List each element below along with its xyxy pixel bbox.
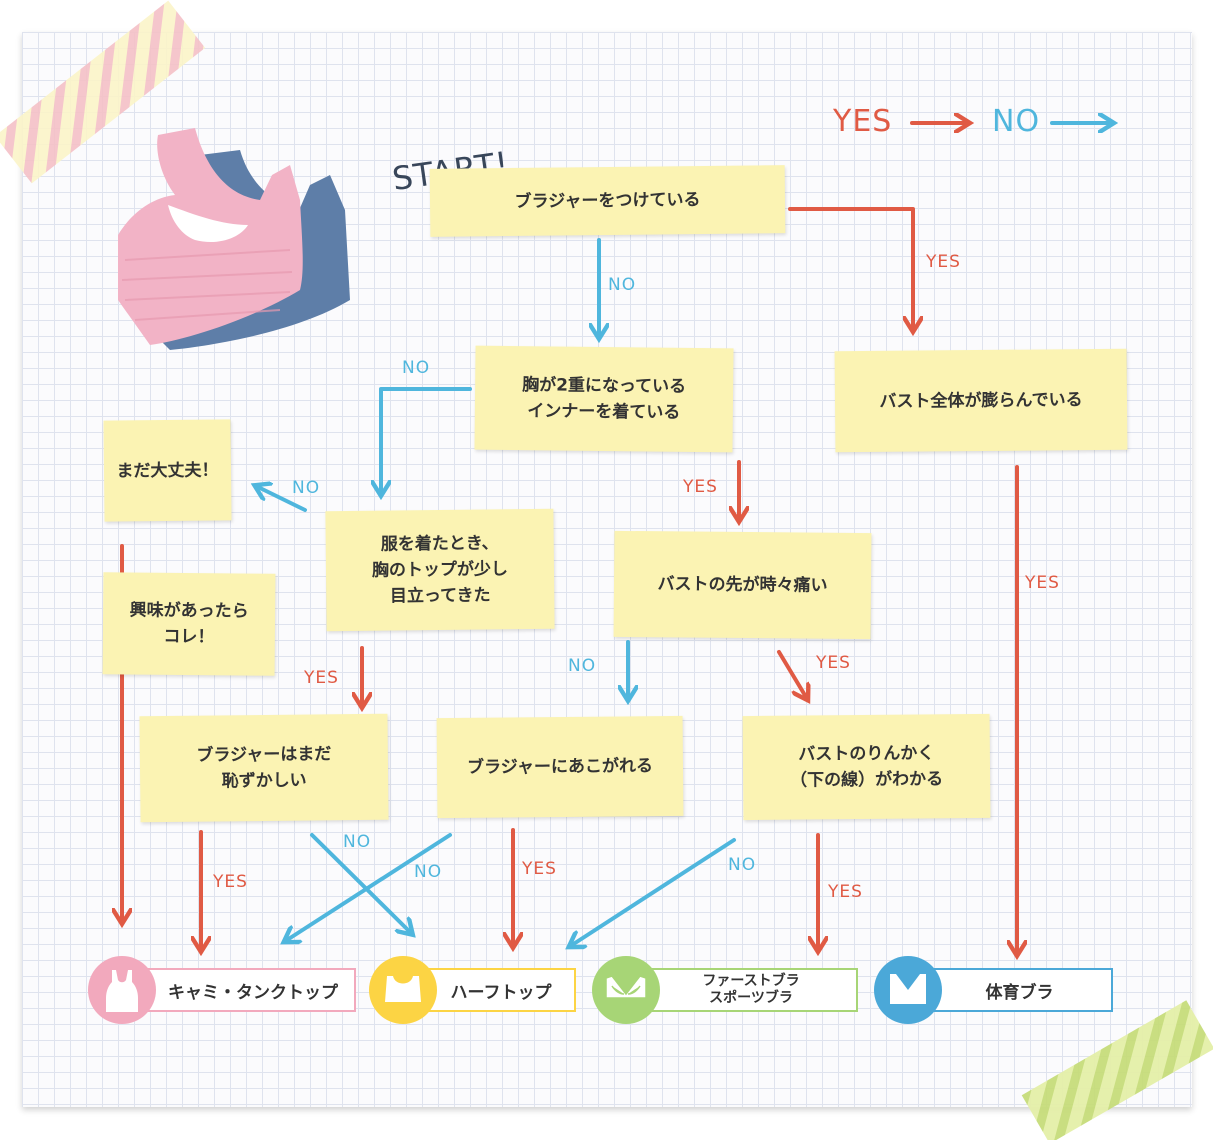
label-q8-result1-yes: YES — [213, 872, 248, 892]
arrow-q5-q4 — [258, 487, 307, 512]
question-top-visible: 服を着たとき、 胸のトップが少し 目立ってきた — [325, 508, 555, 632]
arrow-q8-result2 — [310, 833, 410, 932]
label-q9-result2-yes: YES — [522, 859, 557, 879]
arrow-q9-result1 — [287, 833, 452, 940]
arrow-q10-result2 — [572, 838, 736, 945]
result-halftop-label: ハーフトップ — [450, 982, 552, 1003]
label-q5-q8-yes: YES — [304, 668, 339, 688]
label-q1-q3-yes: YES — [926, 252, 961, 272]
tape-top-left — [0, 0, 206, 184]
result-firstbra-label: ファーストブラ スポーツブラ — [702, 973, 800, 1006]
arrow-q1-q3 — [788, 207, 913, 328]
label-q10-result2-no: NO — [728, 855, 757, 875]
question-double-inner: 胸が2重になっている インナーを着ている — [474, 345, 734, 453]
label-q9-result1-no: NO — [414, 862, 443, 882]
result-cami-tanktop: キャミ・タンクトップ — [120, 968, 356, 1012]
half-top-icon — [369, 956, 437, 1024]
arrow-q2-q5 — [381, 387, 472, 492]
result-cami-label: キャミ・タンクトップ — [168, 982, 338, 1003]
camisole-icon — [88, 956, 156, 1024]
gym-bra-icon — [874, 956, 942, 1024]
arrow-q6-q10 — [777, 650, 806, 697]
sports-bra-illustration — [118, 128, 350, 350]
first-bra-icon — [592, 956, 660, 1024]
tape-bottom-right — [1021, 1000, 1213, 1140]
label-q10-result3-yes: YES — [828, 882, 863, 902]
label-q6-q9-no: NO — [568, 656, 597, 676]
label-q2-q5-no: NO — [402, 358, 431, 378]
question-embarrassed: ブラジャーはまだ 恥ずかしい — [139, 713, 389, 823]
label-q1-q2-no: NO — [608, 275, 637, 295]
result-gym-bra: 体育ブラ — [906, 968, 1113, 1012]
legend-yes-label: YES — [833, 104, 893, 139]
question-wearing-bra: ブラジャーをつけている — [429, 165, 786, 237]
label-q5-q4-no: NO — [292, 478, 321, 498]
note-if-interested: 興味があったら コレ！ — [102, 572, 276, 676]
question-bust-outline: バストのりんかく （下の線）がわかる — [742, 713, 991, 821]
question-bust-pain: バストの先が時々痛い — [613, 530, 872, 640]
question-admire-bra: ブラジャーにあこがれる — [436, 715, 684, 819]
label-q8-result2-no: NO — [343, 832, 372, 852]
legend-no-label: NO — [992, 104, 1041, 139]
result-gymbra-label: 体育ブラ — [985, 982, 1054, 1003]
label-q6-q10-yes: YES — [816, 653, 851, 673]
question-whole-bust: バスト全体が膨らんでいる — [834, 348, 1128, 453]
result-still-ok: まだ大丈夫！ — [103, 419, 232, 522]
label-q2-q6-yes: YES — [683, 477, 718, 497]
label-q3-result-yes: YES — [1025, 573, 1060, 593]
